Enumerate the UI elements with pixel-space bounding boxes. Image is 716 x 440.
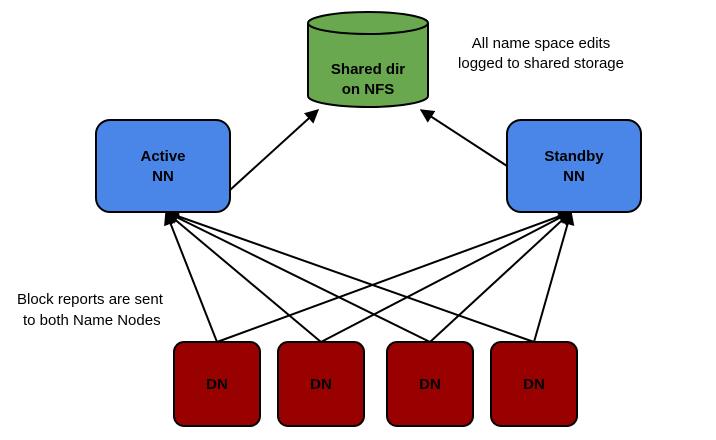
active-namenode: Active NN — [95, 119, 231, 213]
edge-datanode-4-to-standby-nn — [533, 210, 575, 343]
storage-cylinder-top — [307, 11, 429, 35]
shared-storage-note-line1: All name space edits — [472, 35, 610, 52]
standby-namenode: Standby NN — [506, 119, 642, 213]
datanode-label: DN — [310, 376, 332, 393]
shared-storage-note: All name space edits logged to shared st… — [458, 35, 624, 72]
datanode-2: DN — [277, 341, 365, 427]
edge-datanode-4-to-active-nn — [164, 209, 535, 343]
datanode-label: DN — [523, 376, 545, 393]
datanode-box — [277, 341, 365, 427]
datanode-label: DN — [419, 376, 441, 393]
edge-datanode-2-to-standby-nn — [320, 211, 573, 343]
block-reports-note-line1: Block reports are sent — [17, 291, 164, 308]
standby-namenode-label-line1: Standby — [544, 148, 604, 165]
block-reports-note: Block reports are sent to both Name Node… — [17, 291, 164, 329]
block-reports-note-line2: to both Name Nodes — [23, 312, 161, 329]
edge-active-nn-to-shared-storage — [229, 109, 320, 191]
datanode-box — [490, 341, 578, 427]
edge-datanode-2-to-active-nn — [164, 211, 322, 343]
edge-datanode-1-to-standby-nn — [216, 209, 573, 343]
datanode-box — [173, 341, 261, 427]
edge-datanode-3-to-active-nn — [164, 211, 431, 343]
edges — [164, 109, 575, 343]
active-namenode-label-line2: NN — [152, 168, 174, 185]
datanode-label: DN — [206, 376, 228, 393]
datanode-box — [386, 341, 474, 427]
shared-storage-label-line1: Shared dir — [331, 61, 405, 78]
datanode-3: DN — [386, 341, 474, 427]
shared-storage-note-line2: logged to shared storage — [458, 55, 624, 72]
datanode-1: DN — [173, 341, 261, 427]
shared-storage-node: Shared dir on NFS — [307, 11, 429, 108]
datanode-4: DN — [490, 341, 578, 427]
edge-standby-nn-to-shared-storage — [419, 109, 508, 167]
standby-namenode-box — [506, 119, 642, 213]
storage-cylinder-icon — [307, 23, 429, 108]
shared-storage-label-line2: on NFS — [342, 81, 395, 98]
edge-datanode-1-to-active-nn — [164, 210, 218, 343]
active-namenode-box — [95, 119, 231, 213]
edge-datanode-3-to-standby-nn — [429, 211, 573, 343]
standby-namenode-label-line2: NN — [563, 168, 585, 185]
active-namenode-label-line1: Active — [140, 148, 185, 165]
